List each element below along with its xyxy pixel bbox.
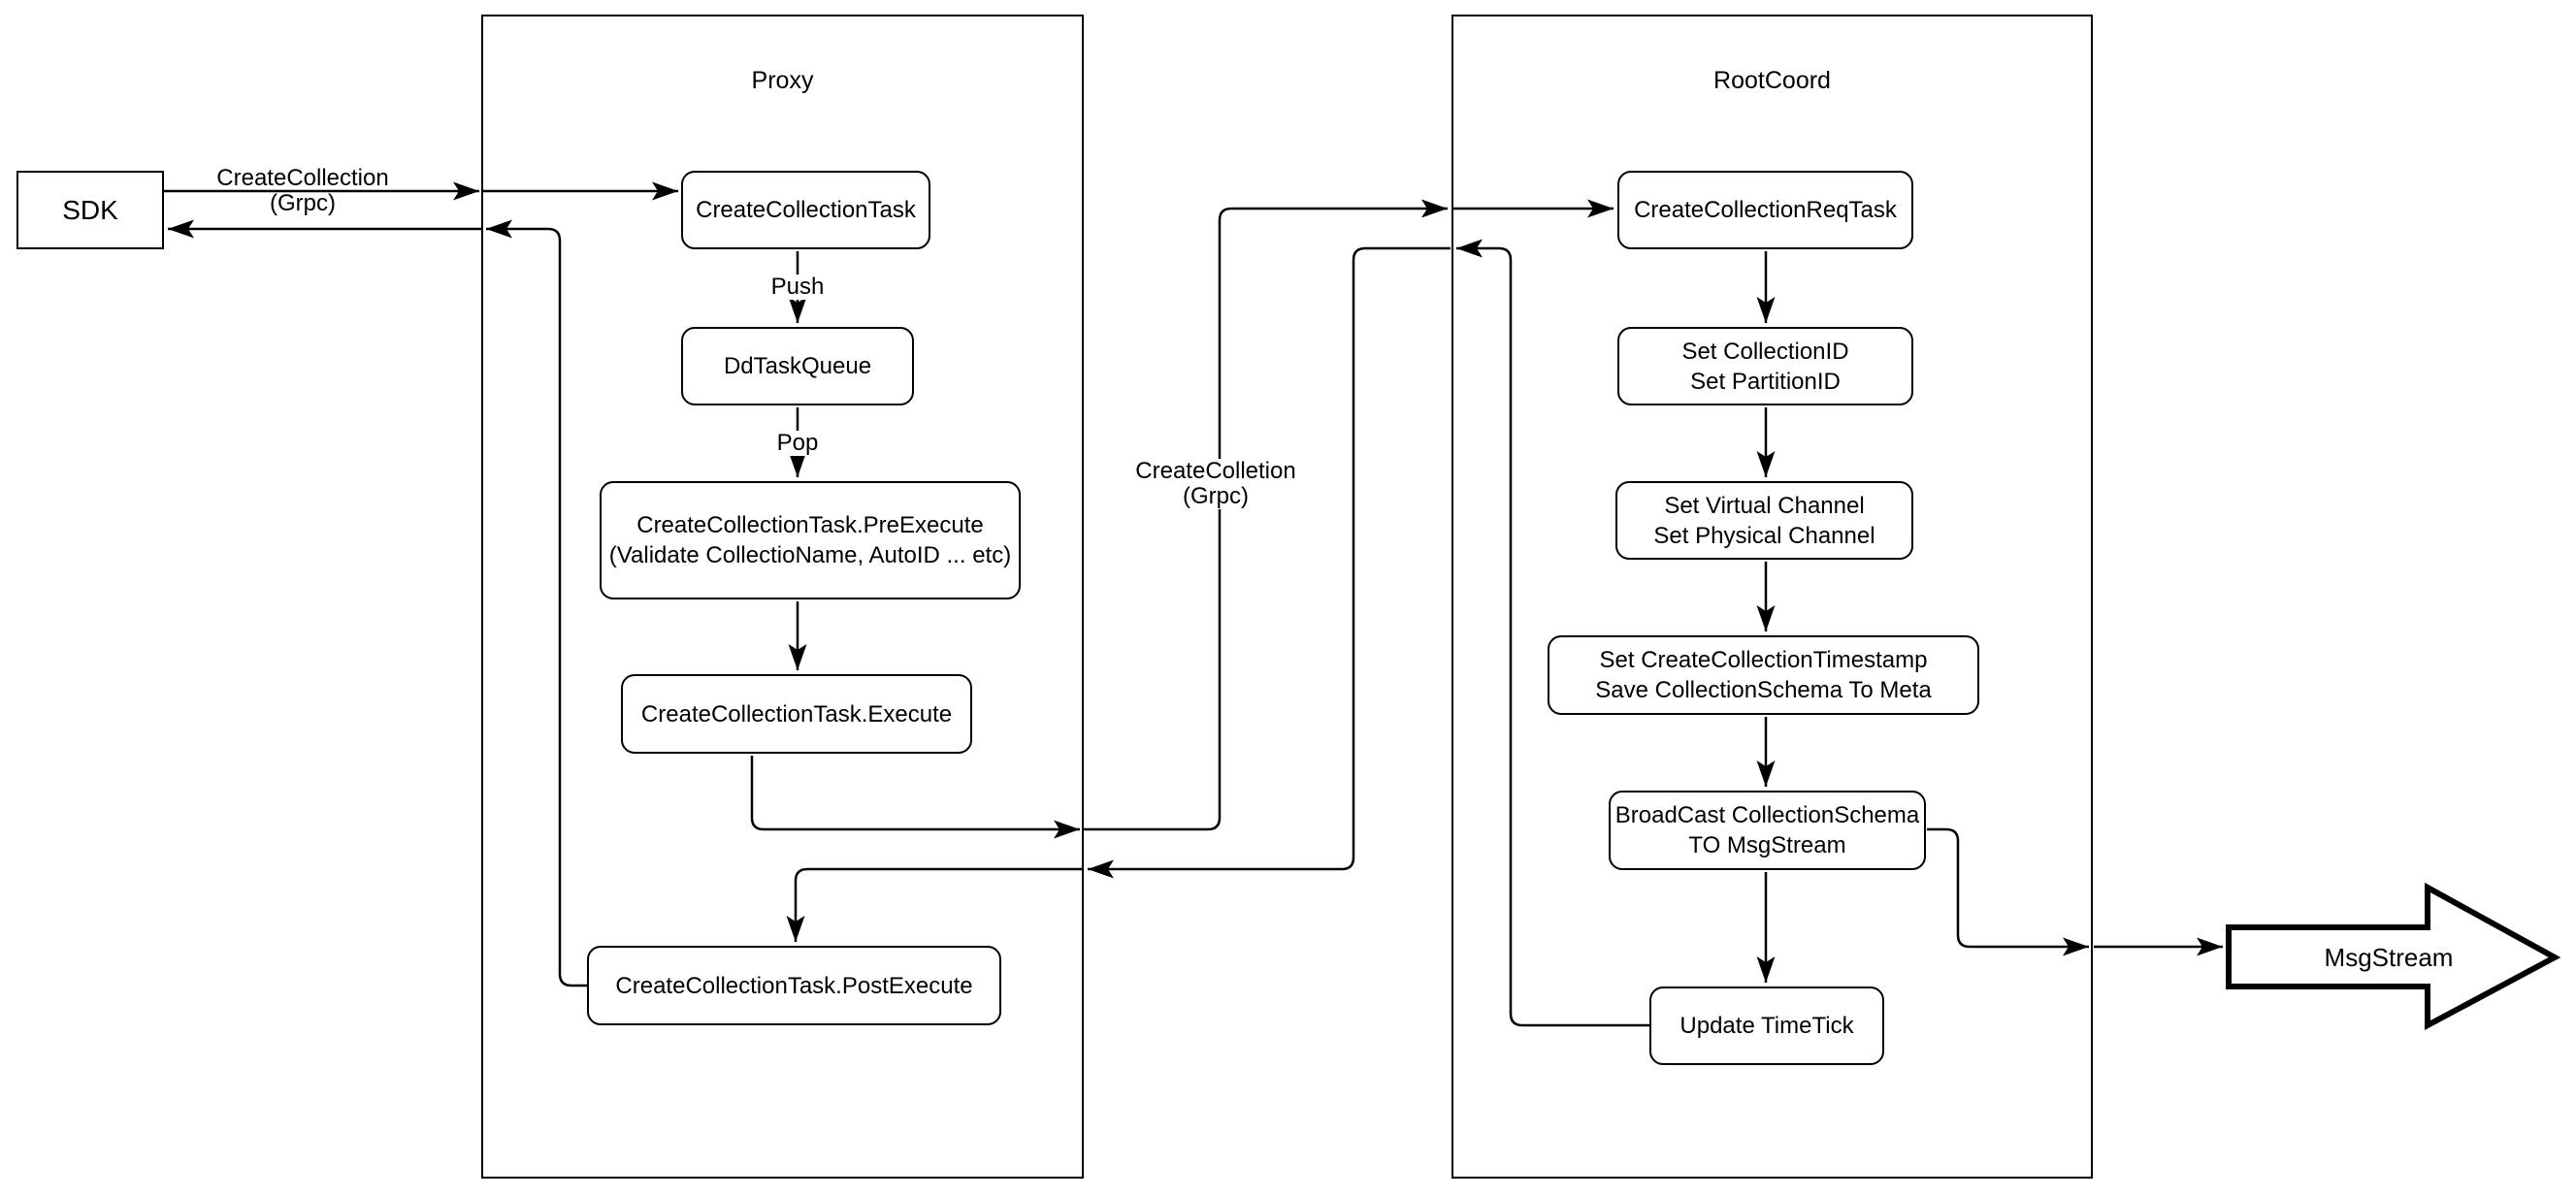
node-set-channels: Set Virtual Channel Set Physical Channel xyxy=(1615,481,1913,560)
edge-proxy-to-rootcoord-grpc xyxy=(1084,199,1448,831)
rootcoord-title: RootCoord xyxy=(1713,67,1831,94)
node-set-ids-line2: Set PartitionID xyxy=(1690,368,1841,395)
edge-execute-to-proxy-border xyxy=(750,756,1080,839)
edge-label-create-colletion-grpc-line1: CreateColletion xyxy=(1135,458,1296,484)
proxy-title: Proxy xyxy=(751,67,814,94)
edge-label-create-colletion-grpc-line2: (Grpc) xyxy=(1182,483,1249,509)
node-update-timetick-label: Update TimeTick xyxy=(1679,1013,1854,1039)
node-execute: CreateCollectionTask.Execute xyxy=(621,674,972,754)
node-dd-task-queue: DdTaskQueue xyxy=(681,327,914,405)
node-broadcast: BroadCast CollectionSchema TO MsgStream xyxy=(1609,791,1926,870)
node-set-channels-line1: Set Virtual Channel xyxy=(1664,492,1865,519)
node-set-timestamp: Set CreateCollectionTimestamp Save Colle… xyxy=(1548,635,1979,715)
node-postexecute-label: CreateCollectionTask.PostExecute xyxy=(615,972,973,999)
node-set-ids-line1: Set CollectionID xyxy=(1681,338,1849,365)
node-update-timetick: Update TimeTick xyxy=(1649,987,1884,1065)
edge-label-create-colletion-grpc: CreateColletion (Grpc) xyxy=(1129,458,1302,509)
edge-label-push: Push xyxy=(765,275,831,300)
node-broadcast-line1: BroadCast CollectionSchema xyxy=(1614,802,1920,828)
msgstream-arrow-shape xyxy=(2226,882,2561,1031)
node-create-collection-task-label: CreateCollectionTask xyxy=(696,197,916,223)
node-sdk: SDK xyxy=(16,171,164,249)
proxy-container: Proxy xyxy=(481,15,1084,1179)
node-set-timestamp-line1: Set CreateCollectionTimestamp xyxy=(1599,647,1928,673)
node-create-collection-req-task: CreateCollectionReqTask xyxy=(1617,171,1913,249)
node-create-collection-task: CreateCollectionTask xyxy=(681,171,930,249)
edge-label-create-collection-grpc-line1: CreateCollection xyxy=(216,165,389,191)
node-preexecute-line2: (Validate CollectioName, AutoID ... etc) xyxy=(608,542,1012,568)
node-preexecute: CreateCollectionTask.PreExecute (Validat… xyxy=(600,481,1021,599)
node-sdk-label: SDK xyxy=(62,195,118,225)
edge-broadcast-to-rootcoord-border xyxy=(1927,827,2089,956)
node-create-collection-req-task-label: CreateCollectionReqTask xyxy=(1634,197,1897,223)
edge-label-pop: Pop xyxy=(770,431,825,456)
node-set-timestamp-line2: Save CollectionSchema To Meta xyxy=(1595,677,1932,703)
edge-updatetimetick-to-rootcoord-border xyxy=(1456,239,1649,1027)
edge-rootcoord-to-proxy-return xyxy=(1088,246,1451,879)
node-set-channels-line2: Set Physical Channel xyxy=(1653,522,1875,549)
node-set-ids: Set CollectionID Set PartitionID xyxy=(1617,327,1913,405)
edge-proxy-border-to-postexecute xyxy=(786,867,1083,942)
node-preexecute-line1: CreateCollectionTask.PreExecute xyxy=(636,512,984,538)
edge-label-create-collection-grpc: CreateCollection (Grpc) xyxy=(216,166,388,216)
node-dd-task-queue-label: DdTaskQueue xyxy=(723,353,872,379)
rootcoord-container: RootCoord xyxy=(1451,15,2093,1179)
node-broadcast-line2: TO MsgStream xyxy=(1688,832,1846,858)
msgstream-label: MsgStream xyxy=(2324,943,2454,972)
edge-label-create-collection-grpc-line2: (Grpc) xyxy=(269,190,336,216)
node-postexecute: CreateCollectionTask.PostExecute xyxy=(587,946,1001,1025)
edge-postexecute-to-proxy-border xyxy=(486,219,587,987)
node-execute-label: CreateCollectionTask.Execute xyxy=(640,700,953,728)
